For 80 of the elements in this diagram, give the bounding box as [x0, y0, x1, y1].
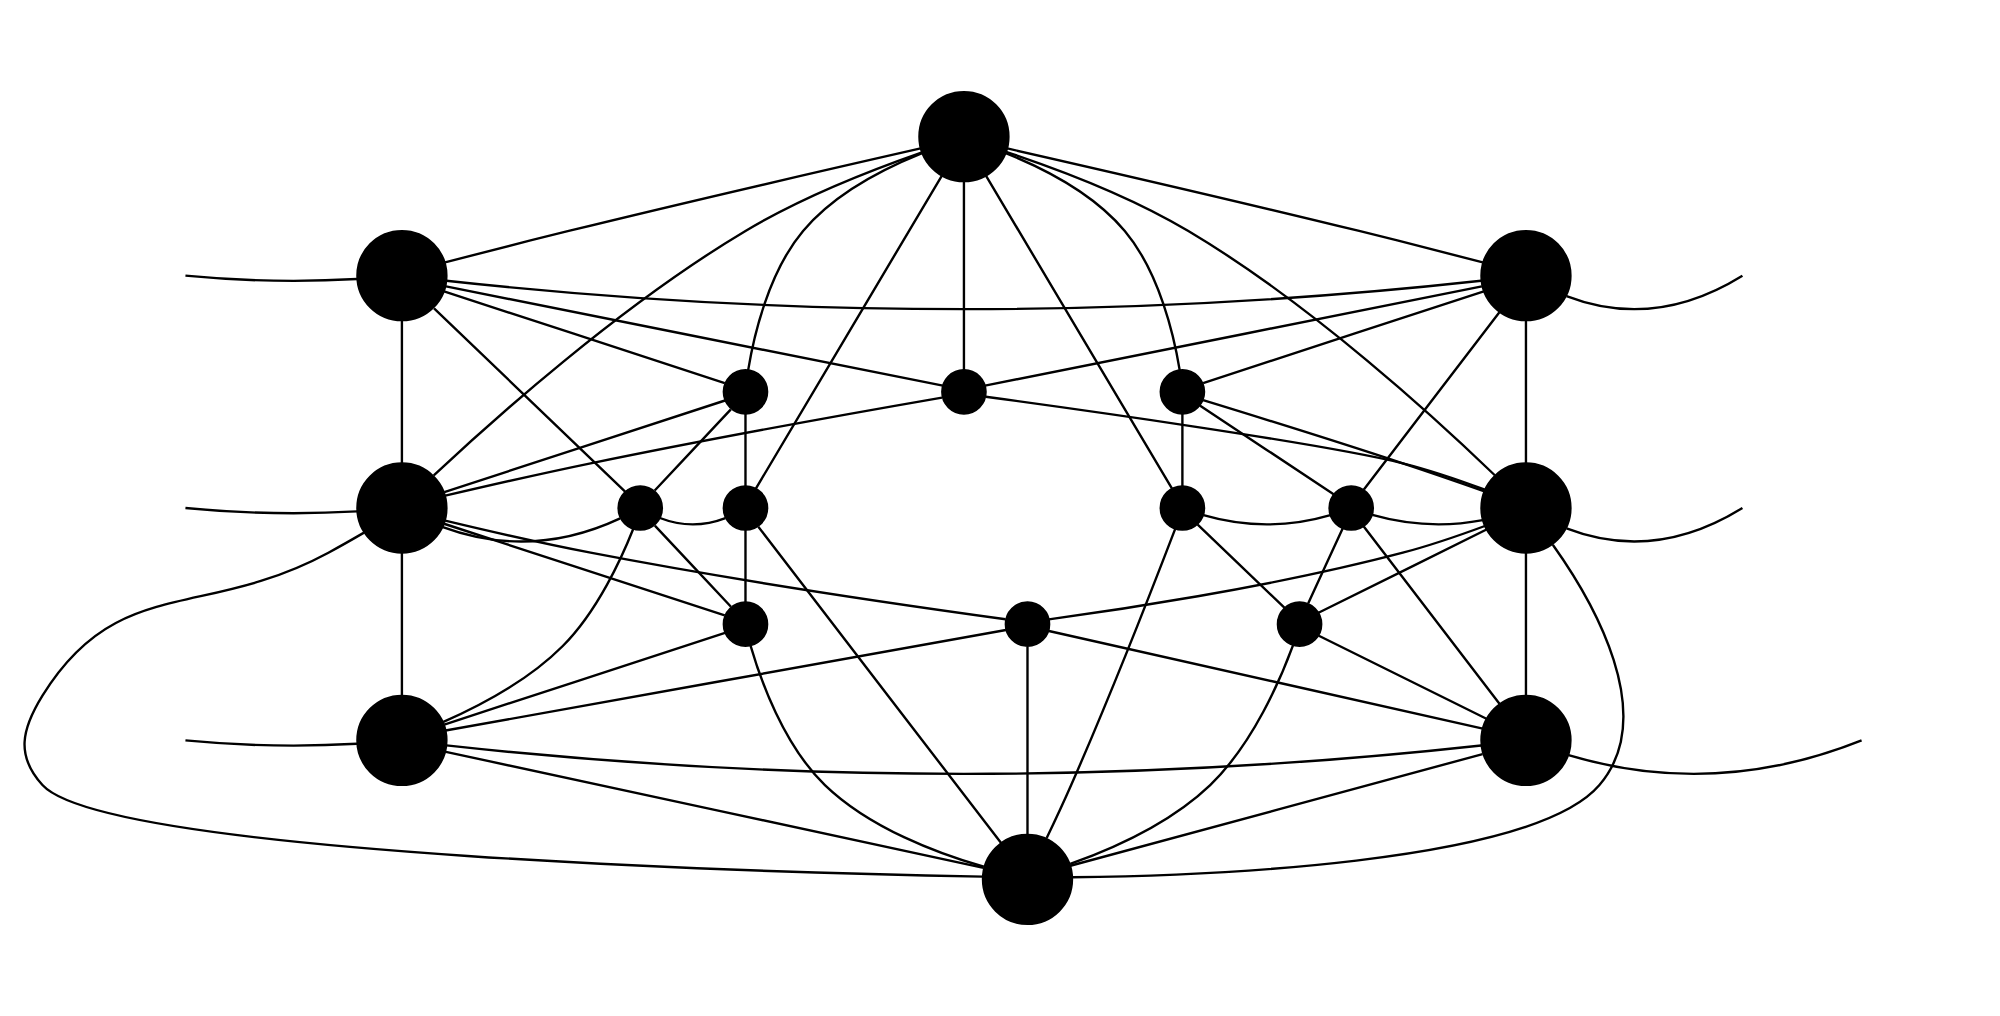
node-circle	[1480, 229, 1572, 322]
node-circle	[1159, 485, 1206, 531]
connector	[1196, 523, 1286, 609]
connector	[185, 739, 358, 747]
node-circle	[918, 90, 1010, 183]
connector	[1318, 634, 1487, 720]
connector	[1362, 311, 1501, 491]
connector	[443, 290, 726, 385]
connector	[432, 151, 923, 477]
connector	[23, 531, 983, 878]
node-circle	[722, 601, 769, 647]
node-circle	[1276, 601, 1323, 647]
connector	[446, 744, 1482, 775]
connector	[1005, 150, 1496, 477]
connector	[185, 506, 358, 515]
connector	[445, 396, 943, 497]
connector	[1007, 147, 1484, 264]
connector	[445, 285, 944, 387]
connector	[1568, 739, 1862, 775]
connector	[747, 152, 923, 371]
node-circle	[356, 462, 448, 554]
connector	[185, 274, 358, 283]
connector	[1524, 552, 1528, 696]
connector	[1362, 525, 1501, 705]
node-circle	[1480, 462, 1572, 554]
connector	[1317, 528, 1488, 614]
node-circle	[617, 485, 664, 531]
connector	[400, 320, 404, 464]
connector	[1048, 524, 1486, 621]
connector	[442, 517, 621, 543]
connector	[984, 285, 1483, 387]
node-circle	[981, 833, 1074, 926]
connector	[1202, 290, 1485, 385]
node-circle	[1159, 369, 1206, 415]
connector	[985, 395, 1486, 491]
connector	[444, 519, 1006, 621]
connector	[985, 175, 1174, 490]
connector	[1307, 528, 1344, 604]
connector	[1070, 752, 1483, 867]
connector	[1524, 320, 1528, 464]
node-circle	[722, 369, 769, 415]
connector	[659, 516, 726, 526]
connector	[1181, 413, 1184, 487]
connector	[1045, 528, 1177, 839]
connector	[443, 399, 726, 494]
connector	[744, 530, 747, 603]
connector	[754, 175, 943, 490]
connector	[443, 631, 726, 726]
connector	[744, 413, 747, 487]
connector	[444, 147, 921, 264]
connector	[1566, 274, 1744, 311]
connector	[433, 307, 626, 493]
connector	[1026, 646, 1029, 835]
connector	[400, 552, 404, 696]
connector	[757, 526, 1003, 844]
connector	[442, 528, 635, 724]
node-circle	[356, 229, 448, 322]
node-circle	[356, 694, 448, 787]
connector	[1072, 544, 1625, 879]
connector	[1203, 513, 1331, 526]
connector	[1199, 404, 1335, 496]
node-circle	[722, 485, 769, 531]
connector	[1048, 629, 1484, 730]
connector	[1372, 513, 1483, 526]
node-circle	[1328, 485, 1375, 531]
connector	[1202, 399, 1485, 493]
connector	[445, 750, 984, 870]
connector	[443, 522, 726, 617]
connector	[446, 279, 1482, 311]
node-circle	[941, 369, 987, 415]
connector	[1069, 644, 1295, 866]
connector	[445, 628, 1007, 732]
connector	[653, 408, 732, 492]
connector	[1566, 506, 1744, 543]
connector	[749, 645, 985, 868]
connector	[1005, 152, 1181, 371]
connector	[654, 524, 732, 608]
connector	[962, 181, 966, 370]
node-circle	[1004, 601, 1051, 647]
node-circle	[1480, 694, 1572, 787]
